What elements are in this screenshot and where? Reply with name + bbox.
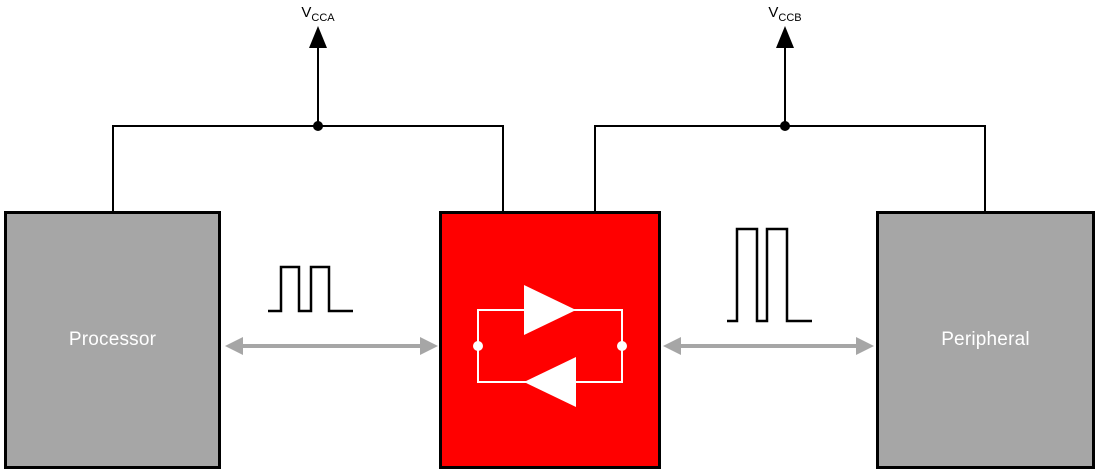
vccb-sub-text: CCB	[778, 12, 802, 24]
level-translator-block	[439, 211, 661, 469]
vcca-rail-wire	[112, 125, 504, 212]
right-square-wave-icon	[727, 227, 812, 323]
vcca-base-text: V	[301, 4, 312, 21]
vccb-rail-wire	[594, 125, 986, 212]
vccb-up-arrow-icon	[776, 26, 794, 48]
vccb-base-text: V	[768, 4, 779, 21]
right-buffer-icon	[524, 285, 576, 335]
vcca-up-arrow-icon	[309, 26, 327, 48]
processor-block: Processor	[4, 211, 221, 469]
left-square-wave-icon	[268, 265, 353, 313]
buffer-loop-icon	[473, 285, 627, 407]
left-node-dot	[473, 341, 483, 351]
vcca-sub-text: CCA	[311, 12, 335, 24]
vccb-supply-label: VCCB	[750, 4, 820, 24]
left-buffer-icon	[524, 357, 576, 407]
processor-label: Processor	[68, 329, 157, 350]
right-node-dot	[617, 341, 627, 351]
left-bus-arrow-icon	[225, 337, 438, 355]
right-bus-arrow-icon	[663, 337, 874, 355]
vcca-supply-label: VCCA	[283, 4, 353, 24]
peripheral-label: Peripheral	[941, 329, 1030, 350]
peripheral-block: Peripheral	[876, 211, 1095, 469]
